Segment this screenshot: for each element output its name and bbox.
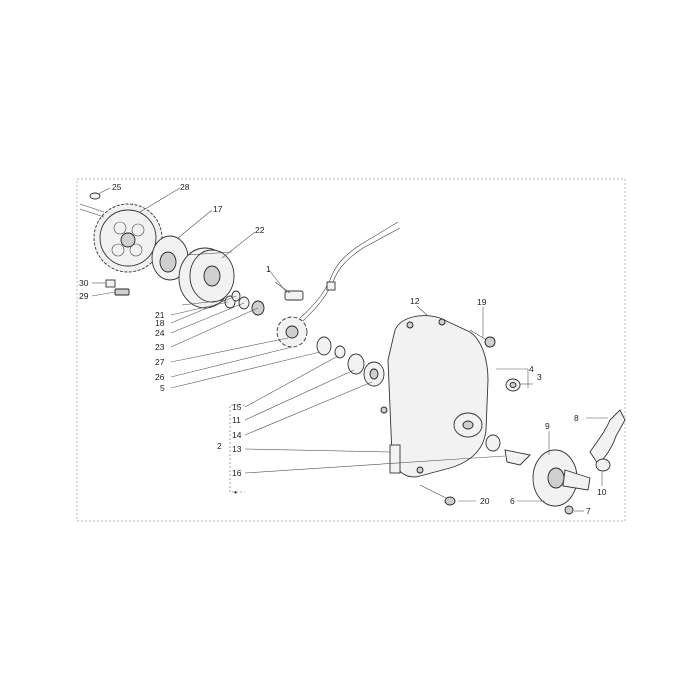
oil-seal-5 — [316, 336, 332, 356]
spacer-15 — [334, 345, 346, 359]
callout-25: 25 — [112, 182, 122, 192]
callout-5: 5 — [160, 383, 165, 393]
crankcase-cover — [380, 315, 489, 478]
callout-18: 18 — [155, 318, 165, 328]
bolt-20 — [419, 484, 456, 506]
callout-6: 6 — [510, 496, 515, 506]
callout-9: 9 — [545, 421, 550, 431]
bearing-14 — [363, 361, 385, 387]
callout-12: 12 — [410, 296, 420, 306]
callout-14: 14 — [232, 430, 242, 440]
leader-lines — [91, 187, 608, 512]
callout-bullet: • — [234, 487, 237, 497]
callout-26: 26 — [155, 372, 165, 382]
callout-24: 24 — [155, 328, 165, 338]
callout-1: 1 — [266, 264, 271, 274]
wiring-harness — [299, 221, 401, 322]
bolt-19 — [469, 329, 496, 348]
callout-11: 11 — [232, 415, 241, 425]
callout-labels: 25 28 17 22 1 30 29 21 18 24 23 27 26 5 … — [79, 182, 607, 516]
callout-13: 13 — [232, 444, 242, 454]
callout-20: 20 — [480, 496, 490, 506]
callout-23: 23 — [155, 342, 165, 352]
pin-spring — [79, 192, 105, 218]
screw-7 — [564, 505, 574, 515]
freewheel-hub — [151, 235, 189, 281]
bracket-30 — [105, 279, 116, 288]
cap-3-4 — [505, 378, 521, 392]
bolt-29 — [114, 288, 130, 296]
callout-17: 17 — [213, 204, 223, 214]
water-pump-cover — [532, 449, 591, 507]
flywheel-rotor — [178, 247, 235, 309]
diagram-frame — [76, 178, 626, 522]
impeller-16 — [504, 449, 531, 466]
callout-27: 27 — [155, 357, 165, 367]
callout-7: 7 — [586, 506, 591, 516]
callout-10: 10 — [597, 487, 607, 497]
callout-22: 22 — [255, 225, 265, 235]
callout-2: 2 — [217, 441, 222, 451]
callout-30: 30 — [79, 278, 89, 288]
callout-8: 8 — [574, 413, 579, 423]
group-bracket-2 — [229, 404, 245, 493]
seal-ring — [485, 434, 501, 452]
callout-28: 28 — [180, 182, 190, 192]
callout-16: 16 — [232, 468, 242, 478]
dowel-13 — [389, 444, 401, 474]
clamp-10 — [595, 458, 611, 472]
callout-15: 15 — [232, 402, 242, 412]
bearing-11 — [347, 353, 365, 375]
callout-21: 21 — [155, 310, 165, 320]
callout-3: 3 — [537, 372, 542, 382]
stator — [276, 316, 308, 348]
callout-29: 29 — [79, 291, 89, 301]
starter-gear — [93, 203, 163, 273]
pickup-sensor — [274, 281, 304, 301]
callout-19: 19 — [477, 297, 487, 307]
callout-4: 4 — [529, 364, 534, 374]
